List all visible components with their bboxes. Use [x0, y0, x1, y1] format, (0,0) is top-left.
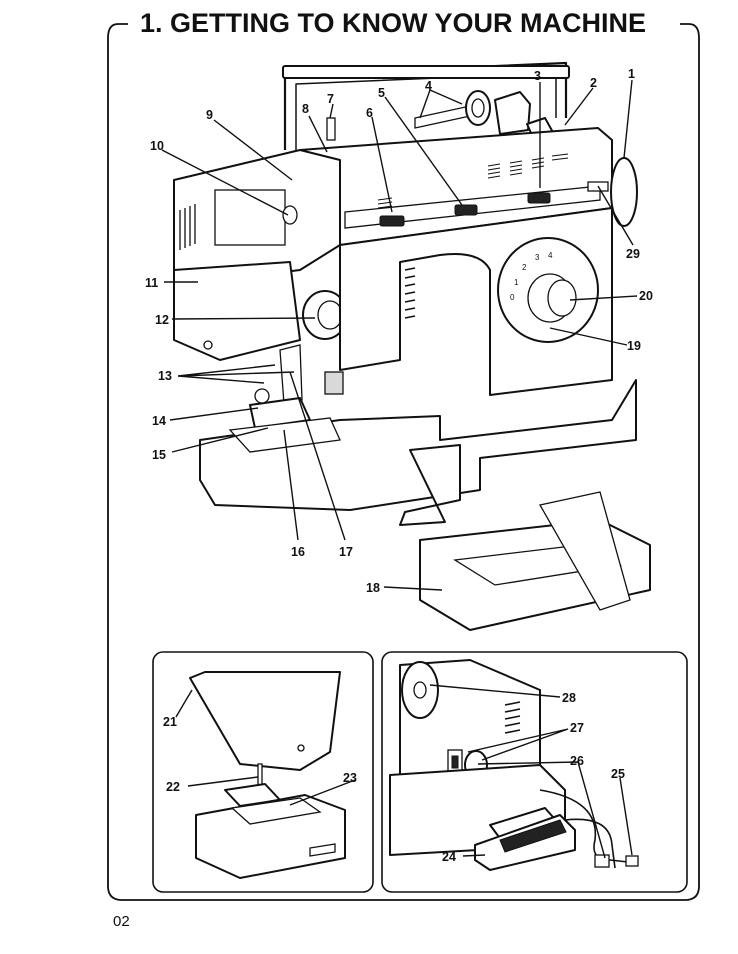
svg-text:4: 4	[548, 251, 553, 260]
callout-10: 10	[150, 139, 164, 153]
callout-23: 23	[343, 771, 357, 785]
callout-25: 25	[611, 767, 625, 781]
callout-20: 20	[639, 289, 653, 303]
callout-15: 15	[152, 448, 166, 462]
callout-1: 1	[628, 67, 635, 81]
callout-26: 26	[570, 754, 584, 768]
callout-9: 9	[206, 108, 213, 122]
callout-12: 12	[155, 313, 169, 327]
callout-27: 27	[570, 721, 584, 735]
callout-18: 18	[366, 581, 380, 595]
callout-7: 7	[327, 92, 334, 106]
svg-text:2: 2	[522, 263, 527, 272]
page-title: 1. GETTING TO KNOW YOUR MACHINE	[140, 8, 646, 38]
inset-right-power-area: 28 27 26 25 24	[381, 651, 688, 893]
callout-4: 4	[425, 79, 432, 93]
callout-29: 29	[626, 247, 640, 261]
callout-22: 22	[166, 780, 180, 794]
callout-17: 17	[339, 545, 353, 559]
callout-3: 3	[534, 69, 541, 83]
callout-numbers: 1 2 3 4 5 6 7 8 9 10 11 12 13 14 15 16 1…	[145, 67, 653, 595]
inset-left-needle-area: 21 22 23	[152, 651, 374, 893]
callout-13: 13	[158, 369, 172, 383]
svg-text:0: 0	[510, 293, 515, 302]
callout-24: 24	[442, 850, 456, 864]
callout-21: 21	[163, 715, 177, 729]
callout-11: 11	[145, 276, 158, 290]
callout-5: 5	[378, 86, 385, 100]
callout-6: 6	[366, 106, 373, 120]
callout-leaders	[161, 79, 638, 591]
svg-text:1: 1	[514, 278, 519, 287]
callout-8: 8	[302, 102, 309, 116]
page-frame	[107, 23, 700, 901]
callout-14: 14	[152, 414, 166, 428]
callout-2: 2	[590, 76, 597, 90]
callout-28: 28	[562, 691, 576, 705]
callout-16: 16	[291, 545, 305, 559]
callout-19: 19	[627, 339, 641, 353]
page-number: 02	[113, 913, 130, 930]
svg-text:3: 3	[535, 253, 540, 262]
